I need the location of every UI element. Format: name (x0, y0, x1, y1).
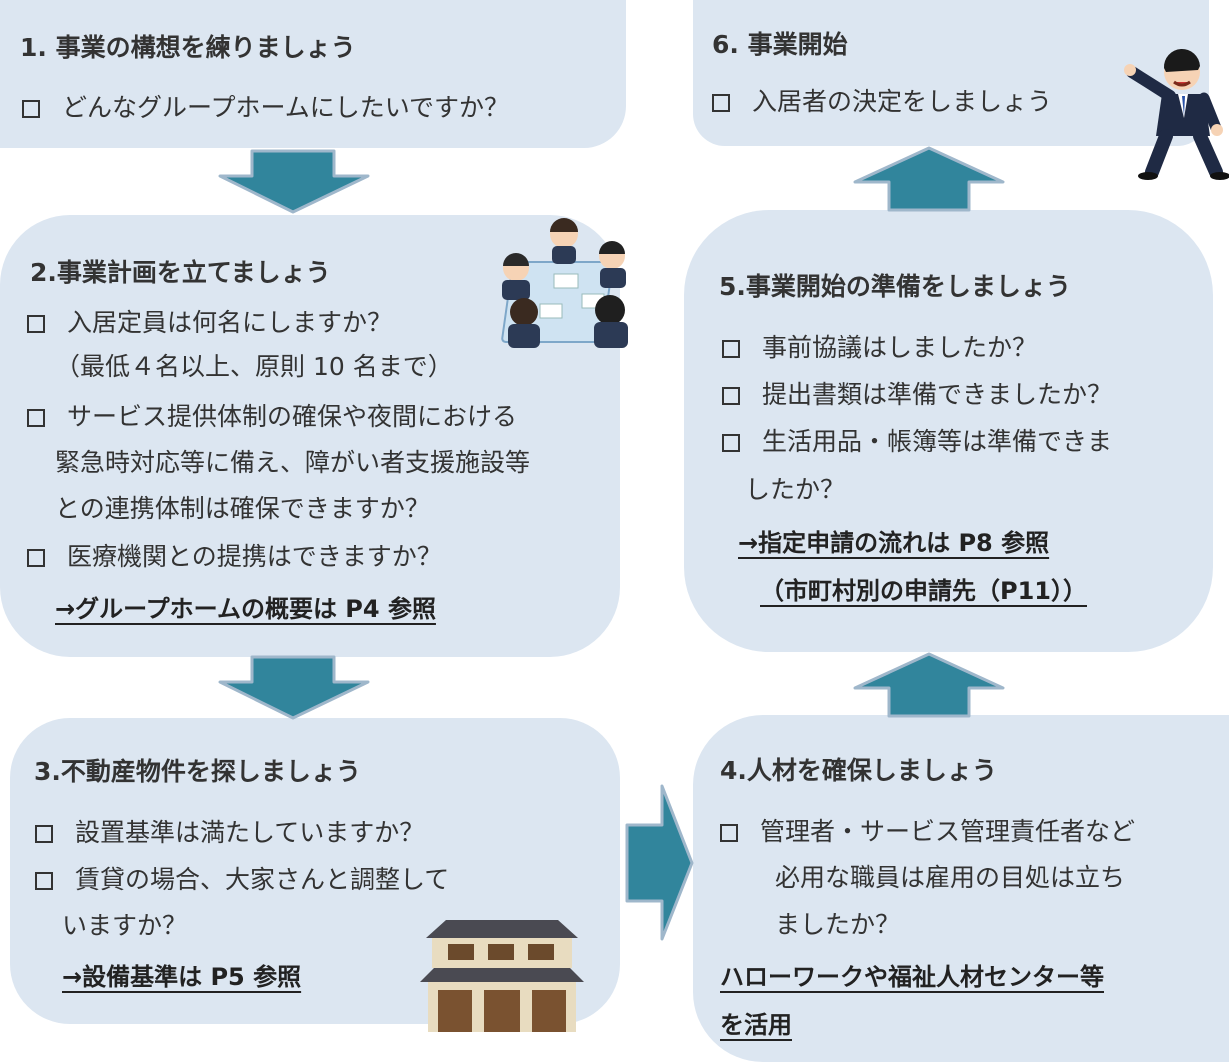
step-2-item-2-cont-1: 緊急時対応等に備え、障がい者支援施設等 (55, 448, 531, 477)
step-5-reference-line-1[interactable]: →指定申請の流れは P8 参照 (738, 529, 1050, 557)
step-1-box (0, 0, 626, 148)
checkbox-icon (27, 549, 45, 567)
arrow-down-1-2 (218, 149, 370, 214)
checkbox-icon (27, 315, 45, 333)
step-2-item-1: 入居定員は何名にしますか？ (27, 303, 392, 339)
step-4-reference-line-2[interactable]: を活用 (720, 1011, 792, 1039)
step-5-title: 5.事業開始の準備をしましょう (719, 272, 1071, 301)
step-3-item-2-cont: いますか？ (62, 911, 188, 940)
step-6-title: 6. 事業開始 (712, 30, 848, 59)
step-5-item-1: 事前協議はしましたか？ (722, 328, 1037, 364)
checkbox-icon (35, 872, 53, 890)
arrow-right-3-4 (625, 784, 694, 941)
checkbox-icon (35, 825, 53, 843)
step-3-item-2: 賃貸の場合、大家さんと調整して (35, 860, 449, 896)
checkbox-icon (722, 387, 740, 405)
pointing-businessman-illustration (1124, 48, 1229, 180)
step-6-box (693, 0, 1209, 146)
step-1-item-1: どんなグループホームにしたいですか？ (22, 88, 509, 124)
step-3-reference-link[interactable]: →設備基準は P5 参照 (62, 963, 302, 991)
step-2-item-1-note: （最低４名以上、原則 10 名まで） (55, 352, 453, 381)
step-3-item-1: 設置基準は満たしていますか？ (35, 813, 424, 849)
checkbox-icon (720, 824, 738, 842)
step-2-item-3: 医療機関との提携はできますか？ (27, 537, 442, 573)
checkbox-icon (27, 409, 45, 427)
step-2-reference-link[interactable]: →グループホームの概要は P4 参照 (55, 595, 436, 623)
step-4-box (693, 715, 1229, 1062)
arrow-up-4-5 (853, 652, 1005, 718)
step-4-title: 4.人材を確保しましょう (720, 756, 997, 785)
step-5-item-3-cont: したか？ (745, 475, 846, 504)
step-1-title: 1. 事業の構想を練りましょう (20, 33, 356, 62)
step-4-item-1-cont-2: ましたか？ (775, 910, 901, 939)
step-4-item-1-cont-1: 必用な職員は雇用の目処は立ち (775, 863, 1126, 892)
step-5-box (684, 210, 1213, 652)
step-5-item-3: 生活用品・帳簿等は準備できま (722, 422, 1112, 458)
step-2-title: 2.事業計画を立てましょう (30, 258, 331, 287)
step-5-reference-line-2[interactable]: （市町村別の申請先（P11）） (760, 577, 1087, 605)
checkbox-icon (712, 94, 730, 112)
checkbox-icon (722, 434, 740, 452)
checkbox-icon (722, 340, 740, 358)
checkbox-icon (22, 100, 40, 118)
step-4-reference-line-1[interactable]: ハローワークや福祉人材センター等 (720, 963, 1104, 991)
arrow-down-2-3 (218, 655, 370, 720)
step-5-item-2: 提出書類は準備できましたか？ (722, 375, 1112, 411)
step-6-item-1: 入居者の決定をしましょう (712, 82, 1052, 118)
japanese-house-illustration (420, 920, 584, 1032)
step-2-item-2-cont-2: との連携体制は確保できますか？ (55, 494, 430, 523)
arrow-up-5-6 (853, 146, 1005, 212)
step-3-title: 3.不動産物件を探しましょう (34, 757, 361, 786)
step-4-item-1: 管理者・サービス管理責任者など (720, 812, 1135, 848)
step-2-item-2: サービス提供体制の確保や夜間における (27, 397, 517, 433)
meeting-illustration (501, 218, 628, 348)
